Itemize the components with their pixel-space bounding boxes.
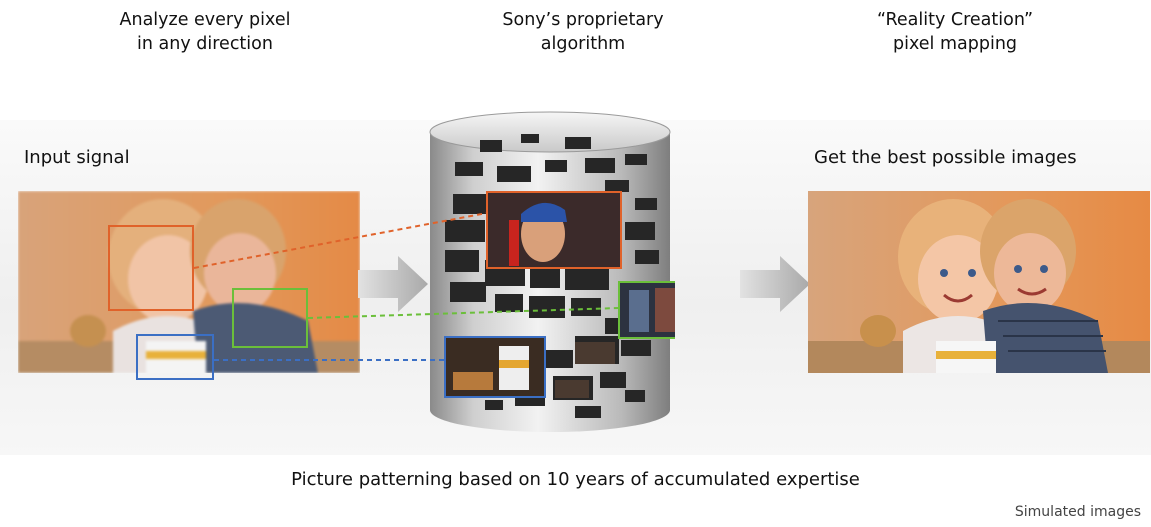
arrow-to-output-icon (740, 256, 810, 312)
heading-algorithm-line1: Sony’s proprietary (502, 10, 664, 30)
heading-analyze-line1: Analyze every pixel (119, 10, 291, 30)
input-photo-art (18, 191, 360, 373)
output-photo-art (808, 191, 1150, 373)
heading-analyze-line2: in any direction (137, 34, 273, 54)
output-label: Get the best possible images (814, 147, 1077, 168)
face-selection-box (108, 225, 194, 311)
cup-selection-box (136, 334, 214, 380)
heading-reality-creation-line2: pixel mapping (892, 34, 1018, 54)
algorithm-cylinder (429, 111, 675, 432)
face-connector (193, 212, 488, 269)
shirt-selection-box (232, 288, 308, 348)
shirt-connector (307, 307, 620, 319)
heading-algorithm-line2: algorithm (540, 34, 626, 54)
footer-caption: Picture patterning based on 10 years of … (291, 469, 860, 490)
heading-algorithm: Sony’s proprietary algorithm (433, 8, 733, 56)
output-photo (808, 191, 1150, 373)
heading-analyze: Analyze every pixel in any direction (55, 8, 355, 56)
arrow-to-algorithm-icon (358, 256, 428, 312)
simulated-images-note: Simulated images (1014, 504, 1141, 520)
input-photo (18, 191, 360, 373)
heading-reality-creation-line1: “Reality Creation” (876, 10, 1034, 30)
input-signal-label: Input signal (24, 147, 130, 168)
heading-reality-creation: “Reality Creation” pixel mapping (805, 8, 1105, 56)
